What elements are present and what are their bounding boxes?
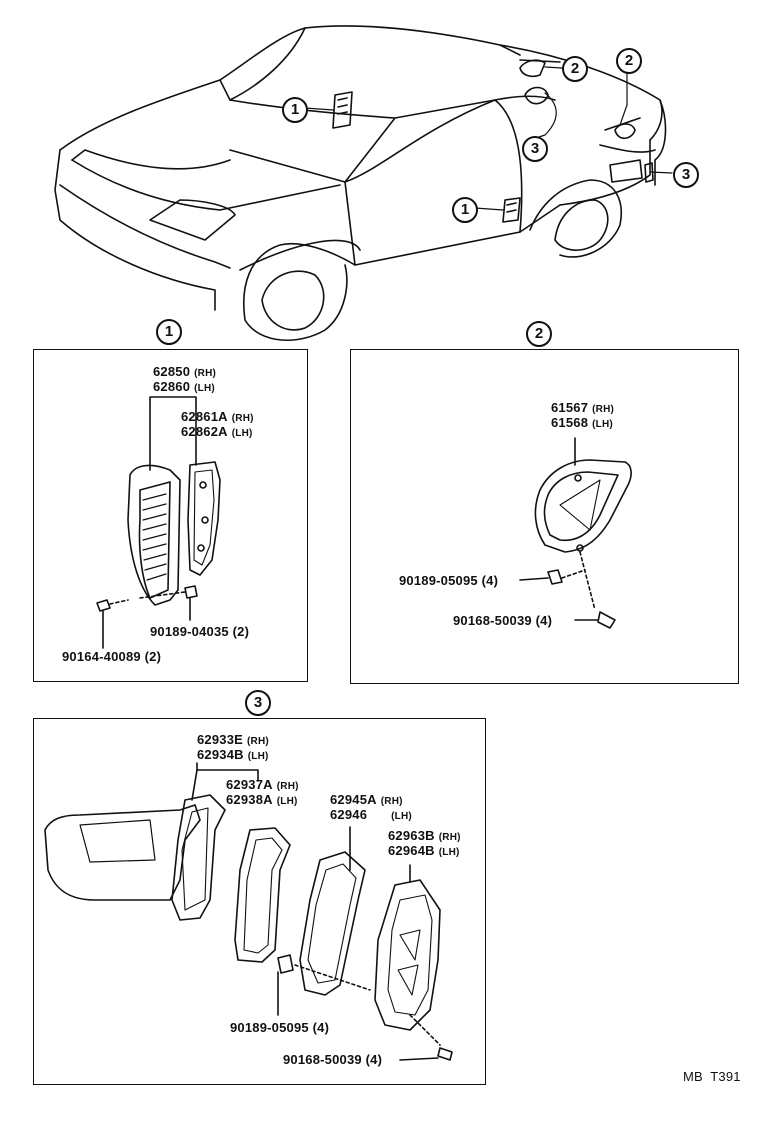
side-rh: (RH) (247, 736, 269, 747)
callout-3-car-rear: 3 (673, 162, 699, 188)
callout-3-panel-title: 3 (245, 690, 271, 716)
part-number: 61568 (551, 415, 589, 430)
side-lh: (LH) (194, 383, 215, 394)
side-rh: (RH) (194, 368, 217, 379)
part-number-62964B: 62964B(LH) (388, 844, 460, 860)
panel2-illustration (519, 437, 632, 629)
side-rh: (RH) (231, 413, 254, 424)
part-number: 62945A (330, 792, 377, 807)
part-number-62861A: 62861A(RH) (181, 410, 254, 426)
callout-1-panel-title: 1 (156, 319, 182, 345)
panel1-illustration (96, 396, 221, 649)
side-rh: (RH) (276, 781, 299, 792)
part-number: 62938A (226, 792, 273, 807)
part-number-62946: 62946 (LH) (330, 808, 412, 824)
part-number-61568: 61568(LH) (551, 416, 613, 432)
part-number-62860: 62860(LH) (153, 380, 215, 396)
part-number-screw-90168-50039: 90168-50039 (4) (453, 613, 553, 628)
car-part-markers (332, 59, 654, 223)
part-number-62938A: 62938A(LH) (226, 793, 298, 809)
panel-2-box (350, 349, 739, 684)
callout-2-car-rear: 2 (616, 48, 642, 74)
part-number: 62933E (197, 732, 244, 747)
part-number-screw-90164-40089: 90164-40089 (2) (62, 649, 162, 664)
part-number: 62934B (197, 747, 244, 762)
side-lh: (LH) (276, 796, 298, 807)
part-number: 62850 (153, 364, 191, 379)
panel3-illustration (44, 762, 453, 1061)
part-number-screw-90168-50039: 90168-50039 (4) (283, 1052, 383, 1067)
callout-1-car-front: 1 (282, 97, 308, 123)
car-illustration (54, 25, 667, 341)
callout-1-car-door: 1 (452, 197, 478, 223)
callout-3-car-quarter: 3 (522, 136, 548, 162)
part-number: 62946 (330, 807, 368, 822)
side-rh: (RH) (592, 404, 615, 415)
part-number-62862A: 62862A(LH) (181, 425, 253, 441)
panel-1-box (33, 349, 308, 682)
callout-2-panel-title: 2 (526, 321, 552, 347)
side-lh: (LH) (231, 428, 253, 439)
side-rh: (RH) (380, 796, 403, 807)
car-leaders (304, 66, 673, 211)
panel-3-box (33, 718, 486, 1085)
part-number: 61567 (551, 400, 589, 415)
part-number-clip-90189-04035: 90189-04035 (2) (150, 624, 250, 639)
part-number-62963B: 62963B(RH) (388, 829, 461, 845)
illustration-code: MB T391 (683, 1069, 741, 1084)
callout-2-car-top: 2 (562, 56, 588, 82)
part-number: 62860 (153, 379, 191, 394)
part-number: 62862A (181, 424, 228, 439)
part-number-62934B: 62934B(LH) (197, 748, 269, 764)
side-lh: (LH) (438, 847, 460, 858)
part-number-62933E: 62933E(RH) (197, 733, 269, 749)
side-rh: (RH) (438, 832, 461, 843)
part-number-62850: 62850(RH) (153, 365, 216, 381)
part-number-61567: 61567(RH) (551, 401, 614, 417)
side-lh: (LH) (247, 751, 269, 762)
part-number-clip-90189-05095: 90189-05095 (4) (399, 573, 499, 588)
part-number: 62937A (226, 777, 273, 792)
side-lh: (LH) (592, 419, 613, 430)
part-number: 62861A (181, 409, 228, 424)
part-number-62937A: 62937A(RH) (226, 778, 299, 794)
part-number-clip-90189-05095: 90189-05095 (4) (230, 1020, 330, 1035)
side-lh: (LH) (391, 811, 412, 822)
part-number-62945A: 62945A(RH) (330, 793, 403, 809)
part-number: 62963B (388, 828, 435, 843)
part-number: 62964B (388, 843, 435, 858)
